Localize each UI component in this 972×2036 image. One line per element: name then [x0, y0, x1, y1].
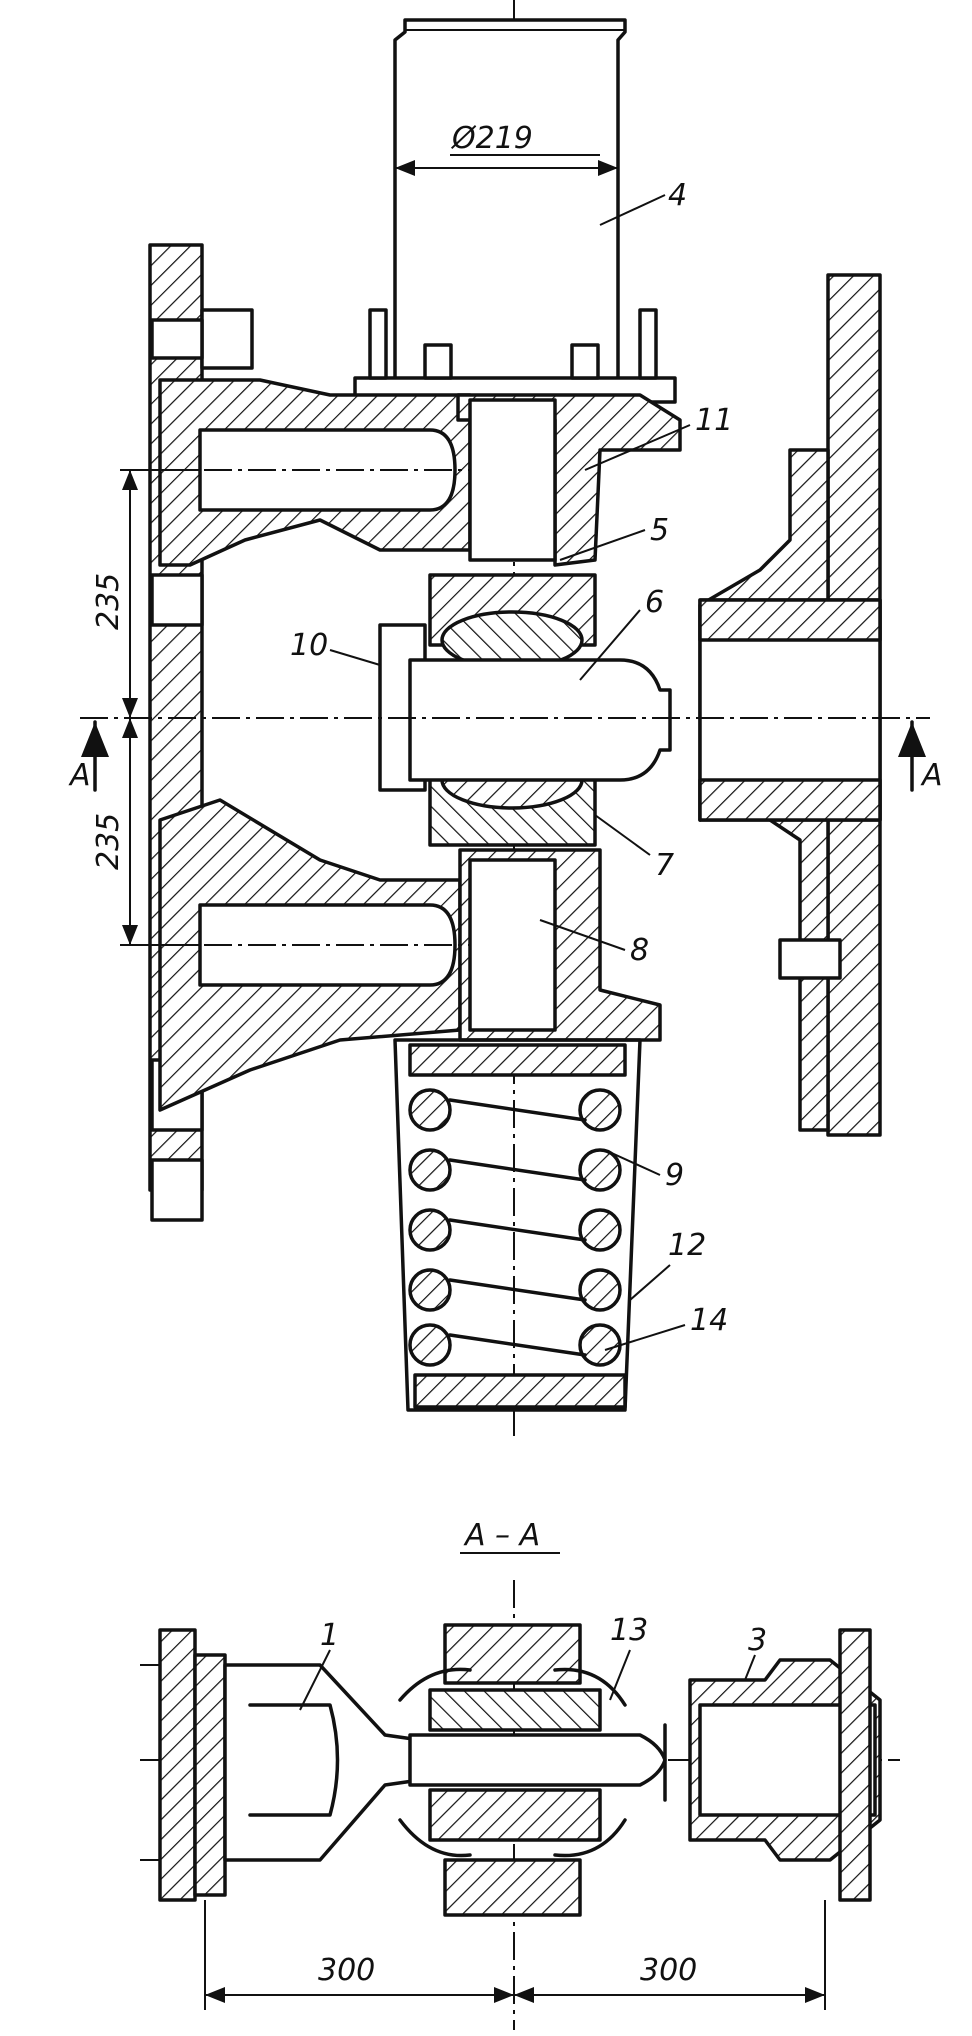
bracket-1	[223, 1663, 422, 1862]
right-housing	[698, 273, 882, 1137]
label-8: 8	[630, 933, 649, 968]
main-part-labels: 4 11 5 6 10 7 8 9 12 14	[290, 178, 733, 1351]
section-mark-right: A	[920, 758, 943, 793]
dimension-upper-235: 235	[91, 573, 126, 630]
diameter-dimension: Ø219	[395, 121, 618, 176]
label-6: 6	[645, 585, 664, 620]
section-marks: A A	[68, 720, 943, 793]
dimension-right-300: 300	[640, 1953, 697, 1988]
label-11: 11	[695, 403, 733, 438]
vertical-dimensions: 235 235	[91, 469, 200, 946]
label-12: 12	[668, 1228, 706, 1263]
spring-housing-12	[393, 1038, 642, 1412]
pin-6	[408, 658, 672, 782]
label-3: 3	[748, 1623, 767, 1658]
label-13: 13	[610, 1613, 648, 1648]
shaft-4	[353, 18, 677, 404]
label-9: 9	[665, 1158, 684, 1193]
section-mark-left: A	[68, 758, 91, 793]
dimension-left-300: 300	[318, 1953, 375, 1988]
spring-coils-9	[408, 1088, 622, 1367]
label-14: 14	[690, 1303, 728, 1338]
section-view: A – A 1 13 3	[140, 1518, 900, 2030]
lower-housing-8	[158, 798, 662, 1112]
section-title: A – A	[463, 1518, 540, 1553]
dimension-lower-235: 235	[91, 813, 126, 870]
upper-housing-11	[158, 378, 682, 567]
label-7: 7	[655, 848, 674, 883]
diameter-label: Ø219	[450, 121, 533, 156]
main-view: Ø219 235 235 A A 4 11 5 6	[68, 0, 943, 1440]
label-1: 1	[320, 1618, 339, 1653]
label-4: 4	[668, 178, 687, 213]
label-5: 5	[650, 513, 669, 548]
label-10: 10	[290, 628, 328, 663]
